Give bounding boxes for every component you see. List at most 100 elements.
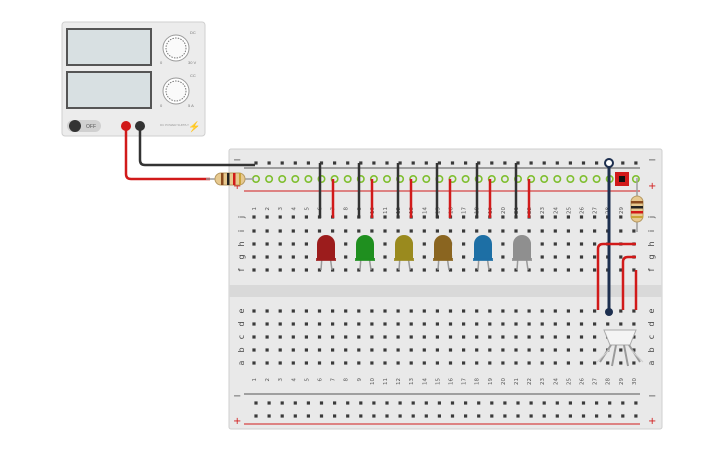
rail-hole[interactable] [437,401,441,405]
hole-c5[interactable] [304,335,308,339]
hole-d9[interactable] [357,322,361,326]
rail-hole[interactable] [464,401,468,405]
rail-hole-active[interactable] [579,175,588,184]
hole-e14[interactable] [422,309,426,313]
rail-hole[interactable] [293,401,297,405]
rail-hole-active[interactable] [278,175,287,184]
hole-i17[interactable] [462,229,466,233]
hole-a9[interactable] [357,361,361,365]
hole-j26[interactable] [579,215,584,219]
rail-hole[interactable] [581,414,586,418]
hole-c30[interactable] [632,335,636,339]
rail-hole-active[interactable] [291,175,300,184]
hole-i23[interactable] [540,229,544,233]
hole-c11[interactable] [383,335,387,339]
rail-hole[interactable] [319,401,324,405]
rail-hole-active[interactable] [330,175,339,184]
hole-c12[interactable] [396,335,400,339]
hole-g29[interactable] [619,255,623,259]
rail-hole[interactable] [306,161,310,165]
hole-f9[interactable] [357,268,361,272]
hole-i12[interactable] [396,229,400,233]
hole-b30[interactable] [632,348,636,352]
rail-hole[interactable] [464,161,468,165]
hole-a6[interactable] [317,361,322,365]
hole-a25[interactable] [566,361,570,365]
hole-e7[interactable] [331,309,335,313]
rail-hole[interactable] [437,161,441,165]
hole-d5[interactable] [304,322,308,326]
hole-b19[interactable] [488,348,492,352]
rail-hole[interactable] [516,401,520,405]
hole-i9[interactable] [357,229,361,233]
hole-a15[interactable] [435,361,439,365]
hole-b15[interactable] [435,348,439,352]
hole-f6[interactable] [317,268,322,272]
rail-hole[interactable] [542,401,546,405]
hole-j8[interactable] [344,215,348,219]
hole-i5[interactable] [304,229,308,233]
rail-hole-active[interactable] [265,175,274,184]
negative-terminal[interactable] [135,121,145,131]
hole-b13[interactable] [409,348,413,352]
hole-c1[interactable] [252,335,256,339]
hole-a19[interactable] [488,361,492,365]
rail-hole[interactable] [581,401,586,405]
rail-hole[interactable] [306,414,310,418]
red-led[interactable] [317,235,335,260]
hole-i15[interactable] [435,229,439,233]
hole-i14[interactable] [422,229,426,233]
rail-hole[interactable] [608,401,612,405]
hole-b12[interactable] [396,348,400,352]
rail-hole[interactable] [398,414,402,418]
rail-hole[interactable] [555,414,559,418]
rail-hole[interactable] [595,414,599,418]
rail-hole[interactable] [555,401,559,405]
input-resistor[interactable] [206,172,254,186]
hole-i6[interactable] [317,229,322,233]
yellow-led[interactable] [395,235,413,260]
hole-a8[interactable] [344,361,348,365]
hole-d27[interactable] [593,322,597,326]
hole-a21[interactable] [514,361,518,365]
hole-c18[interactable] [475,335,479,339]
rail-hole[interactable] [385,161,389,165]
hole-e30[interactable] [632,309,636,313]
rail-hole[interactable] [529,161,533,165]
rail-hole[interactable] [450,414,455,418]
current-knob[interactable]: 0 5 A CC [160,73,196,108]
hole-j29[interactable] [619,215,623,219]
orange-led[interactable] [434,235,452,260]
hole-g24[interactable] [553,255,557,259]
hole-e8[interactable] [344,309,348,313]
hole-a18[interactable] [475,361,479,365]
rail-hole[interactable] [424,161,428,165]
hole-g4[interactable] [291,255,295,259]
hole-h24[interactable] [553,242,557,246]
rgb-resistor[interactable] [630,178,644,232]
rail-hole[interactable] [490,401,494,405]
hole-a4[interactable] [291,361,295,365]
rail-hole[interactable] [529,401,533,405]
hole-b24[interactable] [553,348,557,352]
rail-hole[interactable] [621,161,625,165]
rail-hole[interactable] [319,161,324,165]
hole-g20[interactable] [501,255,505,259]
hole-h11[interactable] [383,242,387,246]
rail-hole[interactable] [346,401,350,405]
rail-hole[interactable] [346,161,350,165]
hole-i11[interactable] [383,229,387,233]
rail-hole[interactable] [542,414,546,418]
rail-hole[interactable] [411,161,415,165]
hole-g1[interactable] [252,255,256,259]
hole-a30[interactable] [632,361,636,365]
rail-hole[interactable] [254,401,258,405]
hole-g14[interactable] [422,255,426,259]
rail-hole[interactable] [634,401,638,405]
hole-b23[interactable] [540,348,544,352]
rail-hole[interactable] [359,414,363,418]
rail-hole[interactable] [490,414,494,418]
hole-i2[interactable] [265,229,269,233]
hole-d16[interactable] [448,322,453,326]
hole-b5[interactable] [304,348,308,352]
